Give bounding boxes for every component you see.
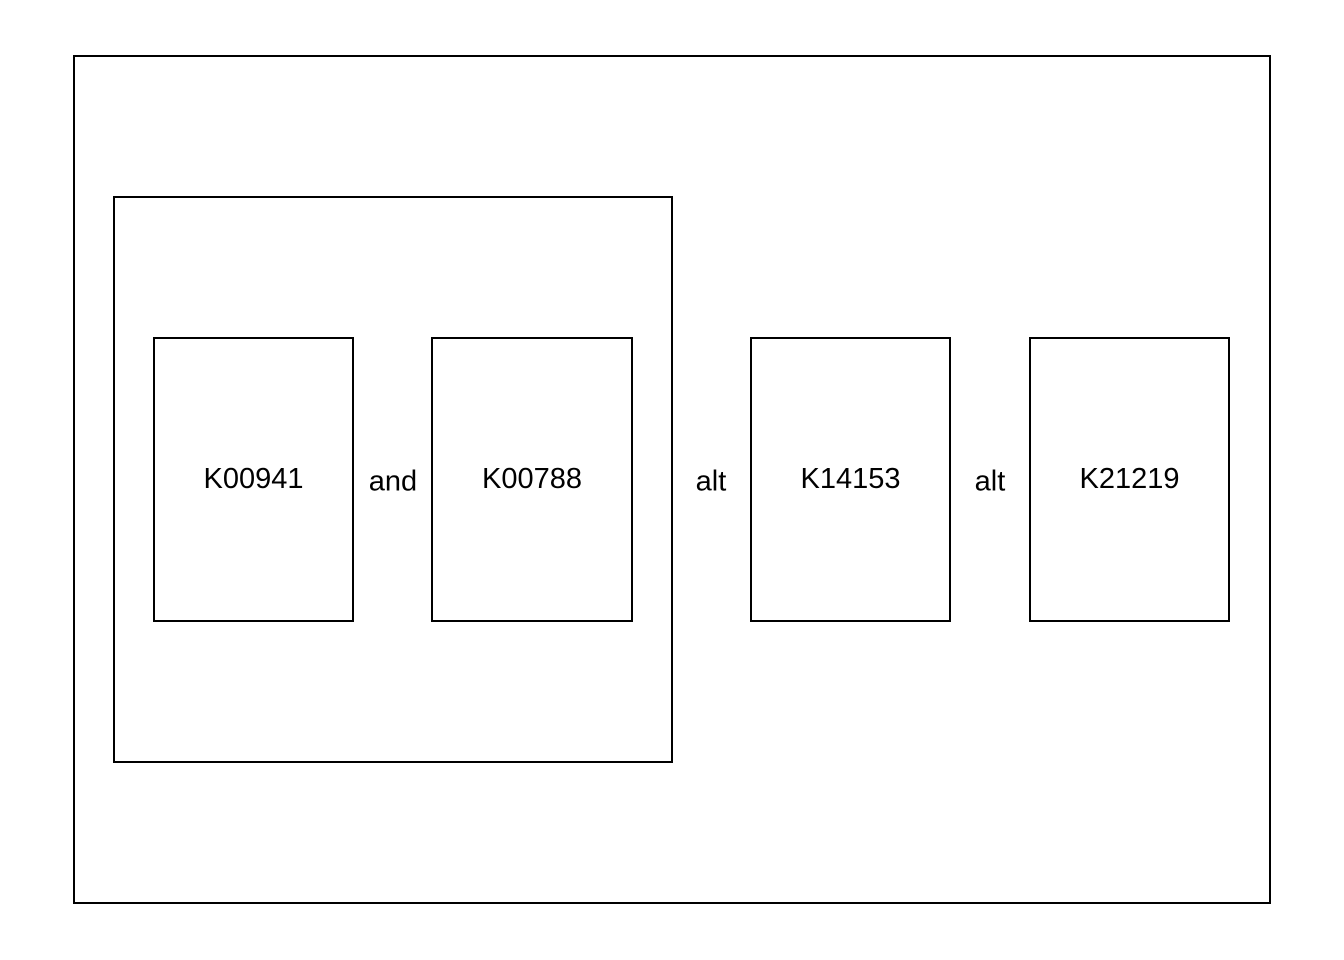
connector-alt-2: alt [974,465,1006,498]
node-box-k00941: K00941 [153,337,354,622]
node-box-k21219: K21219 [1029,337,1230,622]
node-label-k00941: K00941 [203,463,304,495]
connector-and: and [368,465,418,498]
node-label-k14153: K14153 [800,463,901,495]
node-label-k00788: K00788 [482,463,582,495]
node-box-k14153: K14153 [750,337,951,622]
node-label-k21219: K21219 [1079,463,1180,495]
connector-alt-1: alt [695,465,727,498]
node-box-k00788: K00788 [431,337,633,622]
